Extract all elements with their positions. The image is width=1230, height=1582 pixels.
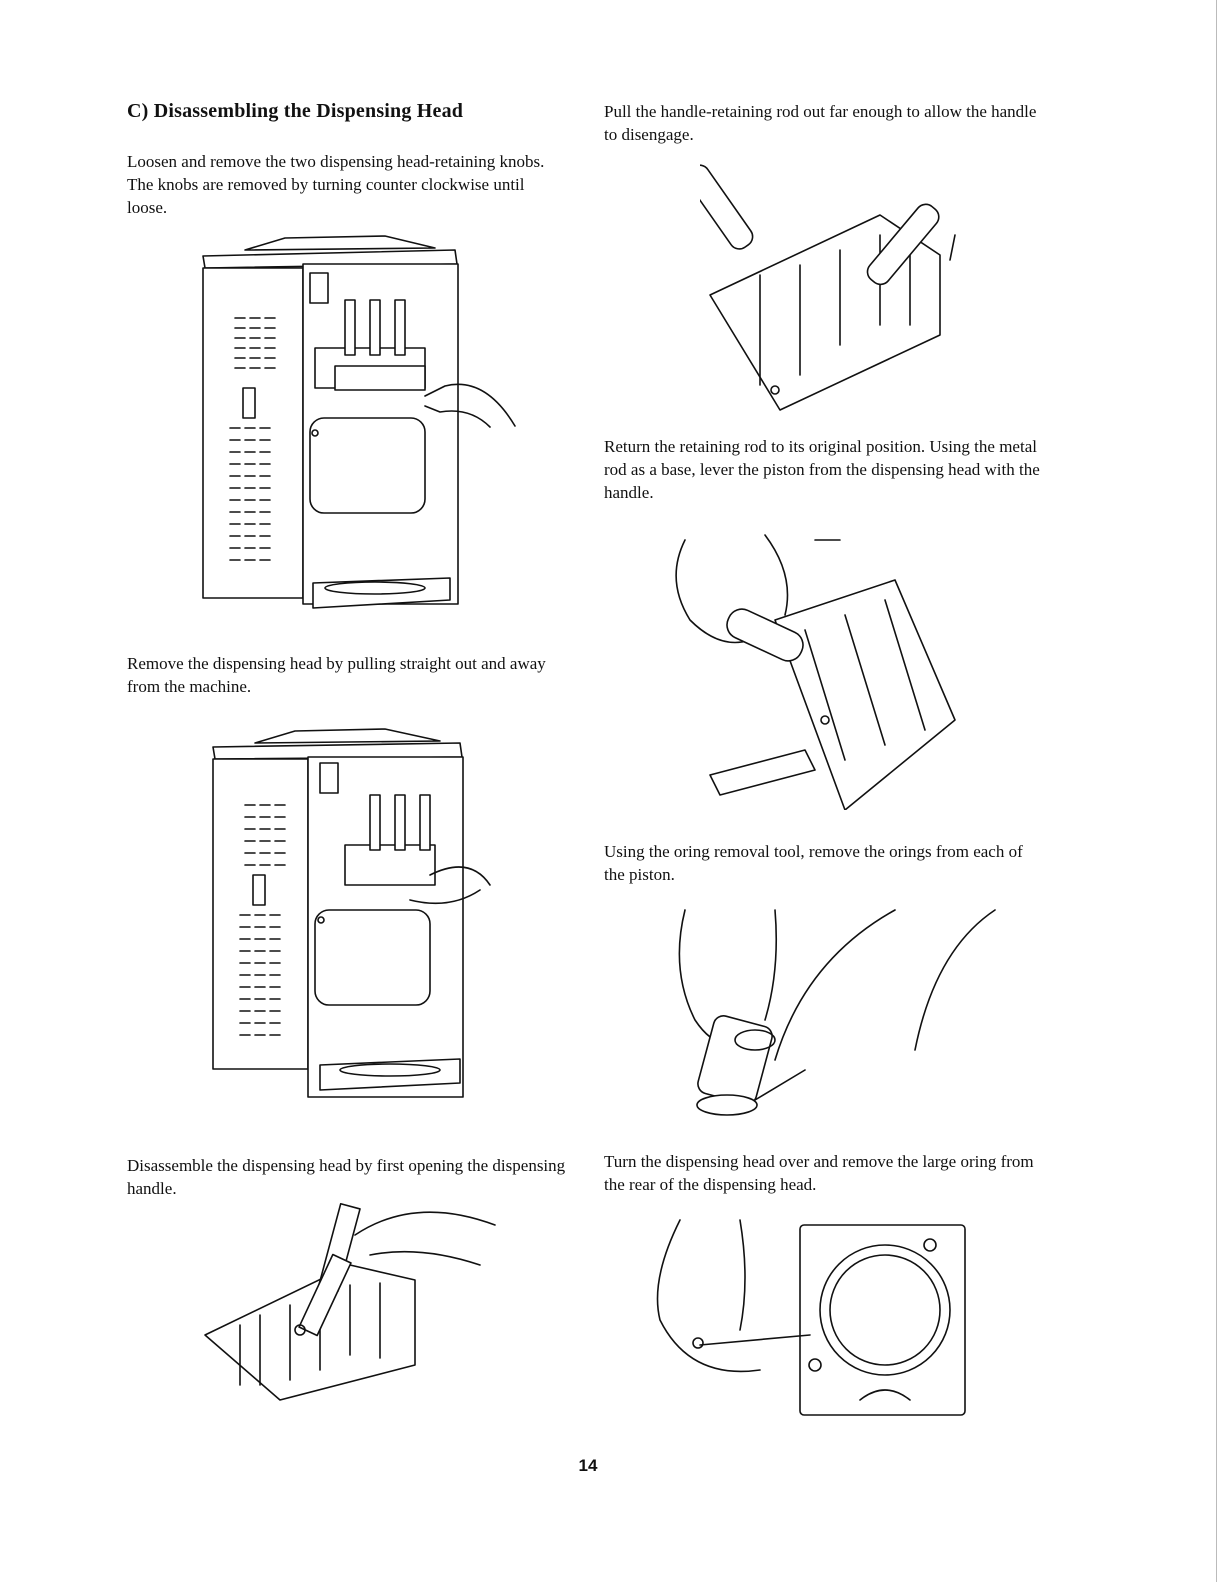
oring-removal-illustration: [665, 900, 1005, 1140]
step1-text: Loosen and remove the two dispensing hea…: [127, 152, 545, 217]
section-heading: C) Disassembling the Dispensing Head: [127, 100, 464, 122]
page-number: 14: [578, 1456, 598, 1475]
dispensing-head-handle-illustration: [200, 1195, 500, 1405]
step7-text: Turn the dispensing head over and remove…: [604, 1152, 1034, 1194]
step4-text: Pull the handle-retaining rod out far en…: [604, 102, 1037, 144]
lever-piston-illustration: [665, 530, 965, 810]
machine-illustration-removal: [205, 725, 495, 1105]
machine-illustration-knobs: [195, 228, 525, 628]
step5-text: Return the retaining rod to its original…: [604, 437, 1040, 502]
step3-text: Disassemble the dispensing head by first…: [127, 1156, 566, 1198]
step6-text: Using the oring removal tool, remove the…: [604, 842, 1023, 884]
large-oring-illustration: [640, 1215, 970, 1425]
page-edge-line: [1216, 0, 1217, 1582]
step2-text: Remove the dispensing head by pulling st…: [127, 654, 546, 696]
retaining-rod-illustration: [700, 155, 990, 415]
